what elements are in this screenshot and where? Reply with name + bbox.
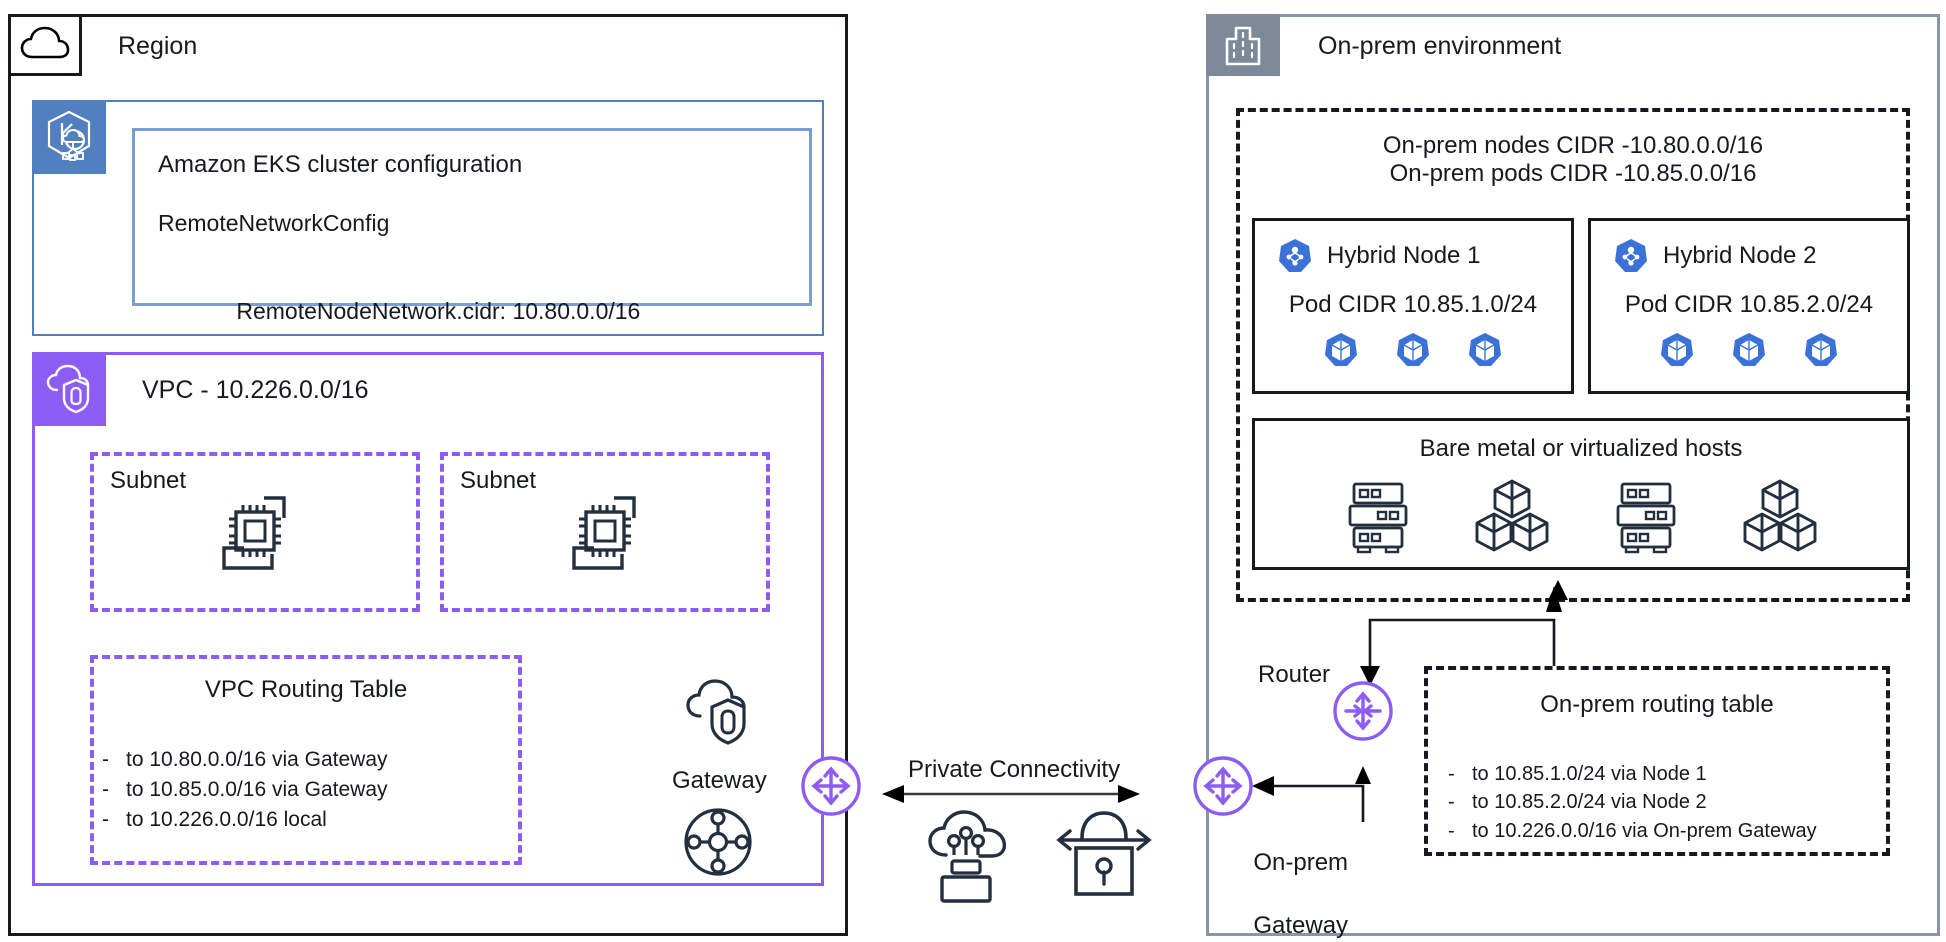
onprem-routing-table <box>1424 666 1890 856</box>
onprem-nodes-cidr: On-prem nodes CIDR -10.80.0.0/16 <box>1382 132 1764 159</box>
hybrid-node-2-pod-cidr: Pod CIDR 10.85.2.0/24 <box>1624 291 1874 318</box>
hybrid-node-1-pod-cidr: Pod CIDR 10.85.1.0/24 <box>1288 291 1538 318</box>
hybrid-node-1: Hybrid Node 1 Pod CIDR 10.85.1.0/24 <box>1252 218 1574 394</box>
gateway-label: Gateway <box>672 767 767 794</box>
onprem-gateway-label: On-prem Gateway <box>1240 816 1348 941</box>
router-node-icon <box>1332 680 1394 742</box>
onprem-cidr-block: On-prem nodes CIDR -10.80.0.0/16 On-prem… <box>1236 132 1910 188</box>
onprem-route-2: to 10.226.0.0/16 via On-prem Gateway <box>1472 819 1817 842</box>
hybrid-node-1-header: Hybrid Node 1 <box>1277 237 1571 275</box>
cloud-region-icon <box>8 14 82 76</box>
bare-metal-hosts-icons <box>1252 478 1910 554</box>
hybrid-node-1-name: Hybrid Node 1 <box>1327 242 1481 269</box>
kubernetes-node-icon <box>1277 237 1313 275</box>
ec2-instances-icon <box>212 492 296 574</box>
onprem-title: On-prem environment <box>1318 32 1562 60</box>
bare-metal-hosts-box <box>1252 418 1910 570</box>
bullet-dash: - <box>102 777 109 801</box>
kubernetes-pod-icon <box>1731 331 1767 369</box>
vpc-route-1: to 10.85.0.0/16 via Gateway <box>126 777 388 801</box>
eks-config-panel <box>132 128 812 306</box>
onprem-route-0: to 10.85.1.0/24 via Node 1 <box>1472 763 1707 785</box>
private-connectivity-label: Private Connectivity <box>908 756 1121 783</box>
subnet-1-label: Subnet <box>110 467 187 494</box>
eks-config-title: Amazon EKS cluster configuration <box>158 151 523 178</box>
vpc-route-row: - to 10.85.0.0/16 via Gateway <box>102 775 388 805</box>
hosts-inbound-arrowhead <box>1546 580 1570 604</box>
kubernetes-pod-icon <box>1467 331 1503 369</box>
onprem-routing-table-title: On-prem routing table <box>1540 691 1774 718</box>
bullet-dash: - <box>1448 819 1455 842</box>
container-cubes-icon <box>1742 478 1818 554</box>
router-inbound-arrowhead <box>1358 662 1382 686</box>
transit-gateway-icon <box>682 806 754 878</box>
server-rack-icon <box>1612 478 1680 554</box>
onprem-route-list: - to 10.85.1.0/24 via Node 1 - to 10.85.… <box>1448 760 1817 845</box>
onprem-route-row: - to 10.226.0.0/16 via On-prem Gateway <box>1448 817 1817 845</box>
hybrid-node-2-pods <box>1591 331 1907 369</box>
hybrid-node-2-header: Hybrid Node 2 <box>1613 237 1907 275</box>
site-to-site-vpn-lock-icon <box>1050 800 1158 904</box>
bullet-dash: - <box>102 748 109 771</box>
corporate-data-center-icon <box>1206 14 1280 76</box>
vpc-routing-table-title: VPC Routing Table <box>204 676 408 703</box>
onprem-gateway-label-line1: On-prem <box>1253 849 1349 877</box>
onprem-pods-cidr: On-prem pods CIDR -10.85.0.0/16 <box>1389 160 1757 187</box>
onprem-route-row: - to 10.85.2.0/24 via Node 2 <box>1448 788 1817 816</box>
vpc-routing-table <box>90 655 522 865</box>
router-label: Router <box>1258 661 1331 688</box>
ec2-instances-icon <box>562 492 646 574</box>
remote-network-config-label: RemoteNetworkConfig <box>158 210 390 236</box>
remote-node-network-cidr: RemoteNodeNetwork.cidr: 10.80.0.0/16 <box>236 298 641 325</box>
region-title: Region <box>118 32 198 60</box>
amazon-eks-icon <box>32 100 106 174</box>
vpc-route-row: - to 10.226.0.0/16 local <box>102 805 388 835</box>
aws-direct-connect-icon <box>918 805 1022 909</box>
kubernetes-pod-icon <box>1395 331 1431 369</box>
hybrid-node-2: Hybrid Node 2 Pod CIDR 10.85.2.0/24 <box>1588 218 1910 394</box>
hybrid-node-1-pods <box>1255 331 1571 369</box>
bare-metal-hosts-title: Bare metal or virtualized hosts <box>1419 435 1743 462</box>
vpc-endpoint-shield-icon <box>680 676 758 750</box>
kubernetes-node-icon <box>1613 237 1649 275</box>
subnet-1 <box>90 452 420 612</box>
subnet-2 <box>440 452 770 612</box>
container-cubes-icon <box>1474 478 1550 554</box>
vpc-route-row: - to 10.80.0.0/16 via Gateway <box>102 745 388 775</box>
amazon-vpc-icon <box>32 352 106 426</box>
subnet-2-label: Subnet <box>460 467 537 494</box>
vpc-route-list: - to 10.80.0.0/16 via Gateway - to 10.85… <box>102 745 388 834</box>
vpc-title: VPC - 10.226.0.0/16 <box>142 376 369 404</box>
vpc-route-0: to 10.80.0.0/16 via Gateway <box>126 748 388 771</box>
router-to-gateway-connector <box>1250 766 1380 830</box>
onprem-route-row: - to 10.85.1.0/24 via Node 1 <box>1448 760 1817 788</box>
hybrid-node-2-name: Hybrid Node 2 <box>1663 242 1817 269</box>
kubernetes-pod-icon <box>1323 331 1359 369</box>
vpc-route-2: to 10.226.0.0/16 local <box>126 807 327 831</box>
gateway-node-icon <box>800 755 862 817</box>
kubernetes-pod-icon <box>1803 331 1839 369</box>
server-rack-icon <box>1344 478 1412 554</box>
bullet-dash: - <box>102 807 109 831</box>
bidirectional-arrow-icon <box>880 783 1142 805</box>
kubernetes-pod-icon <box>1659 331 1695 369</box>
onprem-gateway-label-line2: Gateway <box>1253 911 1349 939</box>
gateway-node-icon <box>1192 755 1254 817</box>
onprem-route-1: to 10.85.2.0/24 via Node 2 <box>1472 791 1707 814</box>
bullet-dash: - <box>1448 763 1455 785</box>
bullet-dash: - <box>1448 791 1455 814</box>
